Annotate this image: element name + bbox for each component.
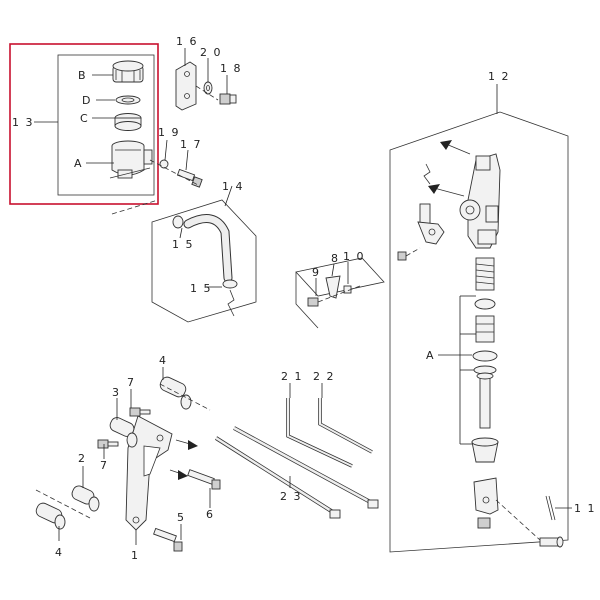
seal-2 [472,350,498,362]
reservoir-assembly-highlight [9,43,159,205]
bolt-18 [219,93,237,105]
callout-19: 1 9 [158,126,180,139]
callout-C: C [80,112,89,125]
spacer-4-bottom [35,502,66,530]
callout-20: 2 0 [200,46,222,59]
bolt-9 [307,297,319,307]
callout-16: 1 6 [176,35,198,48]
diaphragm-plate [114,113,142,131]
spacer-3 [109,417,138,448]
callout-21: 2 1 [281,370,303,383]
dust-boot [471,437,499,463]
callout-A-right: A [426,349,435,362]
callout-5: 5 [177,511,186,524]
reservoir-group-box [57,54,155,196]
callout-14: 1 4 [222,180,244,193]
callout-10: 1 0 [343,250,365,263]
callout-11: 1 1 [574,502,596,515]
clevis-pin [539,536,564,548]
screw-17 [176,168,203,188]
clamp-lower [222,279,238,289]
mounting-bracket [175,61,197,111]
hex-key-22 [318,398,373,454]
callout-6: 6 [206,508,215,521]
spacer-2 [71,485,100,512]
callout-22: 2 2 [313,370,335,383]
callout-15-upper: 1 5 [172,238,194,251]
banjo-fitting [417,203,445,245]
washer-19 [159,159,169,169]
callout-17: 1 7 [180,138,202,151]
callout-3: 3 [112,386,121,399]
callout-7-upper: 7 [127,376,136,389]
callout-8: 8 [331,252,340,265]
callout-D: D [82,94,92,107]
pedal-bracket [125,415,173,531]
reservoir-cap [112,60,144,83]
callout-7-lower: 7 [100,459,109,472]
lever-8 [325,275,341,299]
callout-23: 2 3 [280,490,302,503]
bolt-7-lower [97,439,119,449]
spring [475,257,495,291]
bolt-6 [187,469,221,490]
banjo-bolt [397,247,421,261]
callout-12: 1 2 [488,70,510,83]
hex-key-21 [286,398,353,468]
clevis [473,477,499,515]
seal-1 [474,298,496,310]
callout-4-top: 4 [159,354,168,367]
master-cylinder-body [459,153,501,249]
push-rod [476,372,494,429]
callout-4-bottom: 4 [55,546,64,559]
diaphragm [115,95,141,105]
cable-tie [214,426,379,519]
callout-A-left: A [74,157,83,170]
callout-18: 1 8 [220,62,242,75]
lock-nut [477,517,491,529]
callout-1: 1 [131,549,140,562]
bolt-5 [153,527,183,552]
callout-2: 2 [78,452,87,465]
spacer-4-top [159,376,192,410]
callout-15-lower: 1 5 [190,282,212,295]
piston [475,315,495,343]
master-cylinder-box [389,111,569,553]
callout-13: 1 3 [12,116,34,129]
cotter-pin [545,495,556,521]
clamp-upper [172,215,184,229]
bolt-7-upper [129,407,151,417]
small-parts-box [295,257,385,329]
callout-9: 9 [312,266,321,279]
hose-group-box [151,199,257,323]
callout-B: B [78,69,87,82]
hose [183,214,233,283]
